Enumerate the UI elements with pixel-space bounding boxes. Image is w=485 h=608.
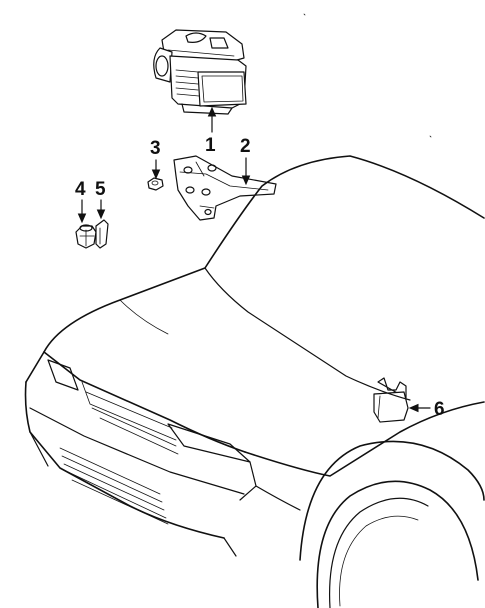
nut-part <box>147 177 164 191</box>
sensor-part <box>75 224 97 249</box>
callout-5: 5 <box>95 179 106 200</box>
leader-lines <box>77 106 431 413</box>
clip-part <box>95 219 109 249</box>
callout-1: 1 <box>205 135 216 156</box>
callout-6: 6 <box>434 399 445 420</box>
callout-4: 4 <box>75 179 86 200</box>
vehicle-body <box>24 13 485 608</box>
callout-2: 2 <box>240 136 251 157</box>
abs-actuator-part <box>153 29 247 115</box>
callout-3: 3 <box>150 138 161 159</box>
bracket-part <box>173 155 277 221</box>
sensor-cover-part <box>373 377 409 423</box>
